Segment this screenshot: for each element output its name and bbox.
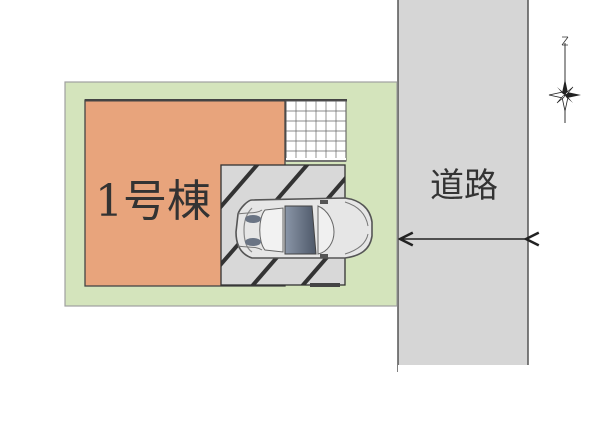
- road-bottom-fade: [398, 365, 529, 424]
- building-label: 1号棟: [95, 176, 211, 227]
- tiled-patio: [285, 100, 347, 162]
- compass-rose-icon: [548, 36, 581, 123]
- road-label: 道路: [430, 166, 498, 206]
- building-top-wall: [85, 99, 347, 102]
- road-area: [398, 0, 528, 424]
- car-icon: [235, 197, 373, 259]
